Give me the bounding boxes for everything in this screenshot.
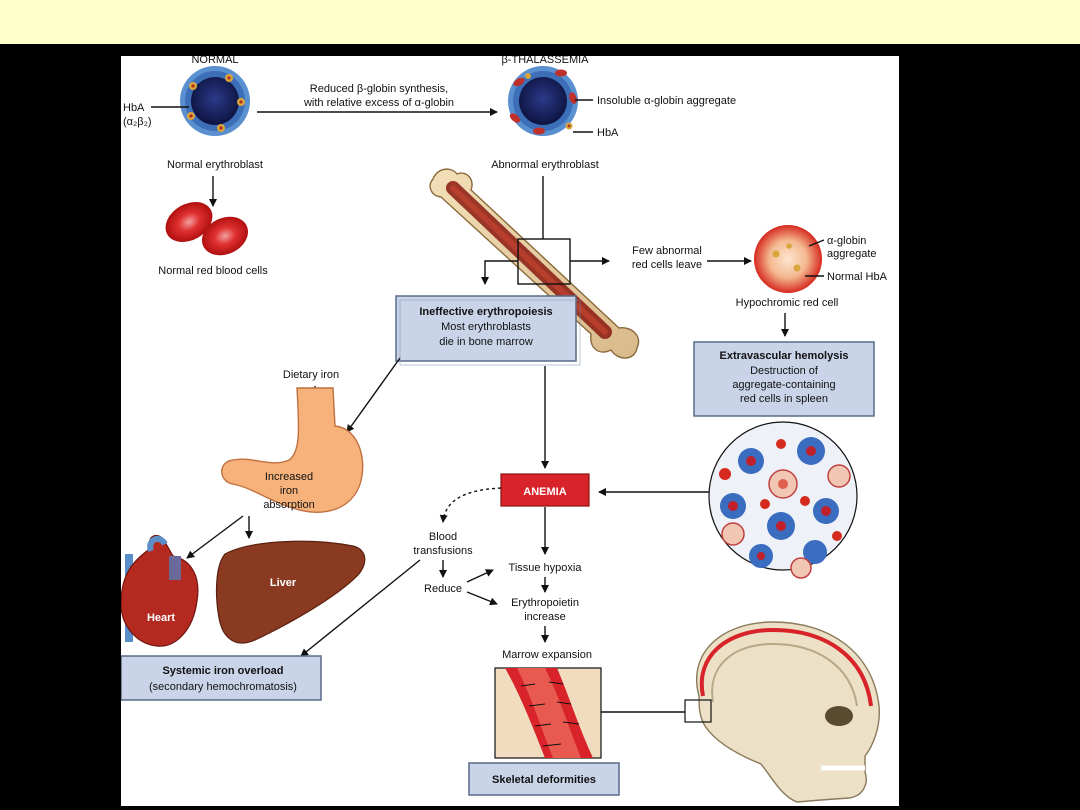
systemic-iron-overload-box: Systemic iron overload (secondary hemoch… bbox=[121, 655, 322, 701]
anemia-box: ANEMIA bbox=[500, 473, 590, 507]
beta-thalassemia-label: β-THALASSEMIA bbox=[501, 56, 589, 66]
normal-erythroblast-label: Normal erythroblast bbox=[167, 159, 263, 171]
dietary-iron-label: Dietary iron bbox=[283, 369, 339, 381]
normal-label: NORMAL bbox=[191, 56, 238, 66]
normal-red-blood-cells bbox=[165, 202, 249, 256]
increased-line3: absorption bbox=[263, 499, 314, 511]
diagram-panel: NORMAL HbA (α₂β₂) Normal erythroblast No… bbox=[121, 56, 899, 806]
hba-label: HbA bbox=[123, 102, 145, 114]
hypochromic-red-cell bbox=[754, 225, 822, 293]
blood-transfusions-line1: Blood bbox=[429, 531, 457, 543]
ineffective-line1: Most erythroblasts bbox=[441, 321, 531, 333]
thalassemia-diagram: NORMAL HbA (α₂β₂) Normal erythroblast No… bbox=[121, 56, 888, 803]
blood-transfusions-line2: transfusions bbox=[413, 545, 473, 557]
liver-illustration bbox=[215, 540, 366, 644]
aggregate-label: aggregate bbox=[827, 248, 877, 260]
ineffective-title: Ineffective erythropoiesis bbox=[419, 306, 552, 318]
abnormal-erythroblast-label: Abnormal erythroblast bbox=[491, 159, 599, 171]
anemia-label: ANEMIA bbox=[523, 486, 566, 498]
insoluble-aggregate-label: Insoluble α-globin aggregate bbox=[597, 95, 736, 107]
skull-illustration bbox=[696, 621, 881, 803]
systemic-line1: (secondary hemochromatosis) bbox=[149, 681, 297, 693]
arrow-to-heart bbox=[186, 515, 244, 559]
few-cells-line1: Few abnormal bbox=[632, 245, 702, 257]
abnormal-erythroblast-cell bbox=[508, 66, 578, 136]
alpha-pointer bbox=[808, 239, 825, 247]
arrow-anemia-to-transfusion bbox=[439, 487, 502, 523]
arrow-reduce-to-hypoxia bbox=[466, 569, 494, 583]
arrow-to-stomach bbox=[346, 357, 401, 433]
normal-erythroblast-cell bbox=[180, 66, 250, 136]
spleen-section-illustration bbox=[708, 421, 858, 579]
marrow-expansion-illustration bbox=[494, 667, 602, 759]
liver-label: Liver bbox=[270, 577, 297, 589]
title-band bbox=[0, 0, 1080, 44]
hypochromic-label: Hypochromic red cell bbox=[736, 297, 839, 309]
extravascular-line2: aggregate-containing bbox=[732, 379, 835, 391]
epo-line1: Erythropoietin bbox=[511, 597, 579, 609]
normal-hba-label: Normal HbA bbox=[827, 271, 888, 283]
extravascular-line3: red cells in spleen bbox=[740, 393, 828, 405]
heart-illustration bbox=[121, 534, 199, 647]
alpha-globin-label: α-globin bbox=[827, 235, 866, 247]
normal-rbc-label: Normal red blood cells bbox=[158, 265, 268, 277]
extravascular-title: Extravascular hemolysis bbox=[719, 350, 848, 362]
increased-line2: iron bbox=[280, 485, 298, 497]
reduced-synthesis-line1: Reduced β-globin synthesis, bbox=[310, 83, 448, 95]
extravascular-line1: Destruction of bbox=[750, 365, 819, 377]
reduce-label: Reduce bbox=[424, 583, 462, 595]
hba-formula-label: (α₂β₂) bbox=[123, 116, 152, 128]
few-cells-line2: red cells leave bbox=[632, 259, 702, 271]
hba2-label: HbA bbox=[597, 127, 619, 139]
ineffective-line2: die in bone marrow bbox=[439, 336, 533, 348]
arrow-to-ineffective bbox=[481, 260, 518, 285]
skull-inset-box bbox=[684, 699, 712, 723]
arrow-transfusion-to-overload bbox=[300, 559, 421, 657]
reduced-synthesis-line2: with relative excess of α-globin bbox=[303, 97, 454, 109]
arrow-reduce-to-epo bbox=[466, 591, 498, 606]
heart-label: Heart bbox=[147, 612, 175, 624]
skeletal-deformities-box: Skeletal deformities bbox=[468, 762, 620, 796]
systemic-title: Systemic iron overload bbox=[162, 665, 283, 677]
ineffective-erythropoiesis-box: Ineffective erythropoiesis Most erythrob… bbox=[395, 295, 581, 366]
extravascular-hemolysis-box: Extravascular hemolysis Destruction of a… bbox=[693, 341, 875, 417]
tissue-hypoxia-label: Tissue hypoxia bbox=[509, 562, 583, 574]
stomach-illustration bbox=[221, 387, 364, 513]
epo-line2: increase bbox=[524, 611, 566, 623]
skeletal-title: Skeletal deformities bbox=[492, 774, 596, 786]
increased-line1: Increased bbox=[265, 471, 313, 483]
marrow-expansion-label: Marrow expansion bbox=[502, 649, 592, 661]
